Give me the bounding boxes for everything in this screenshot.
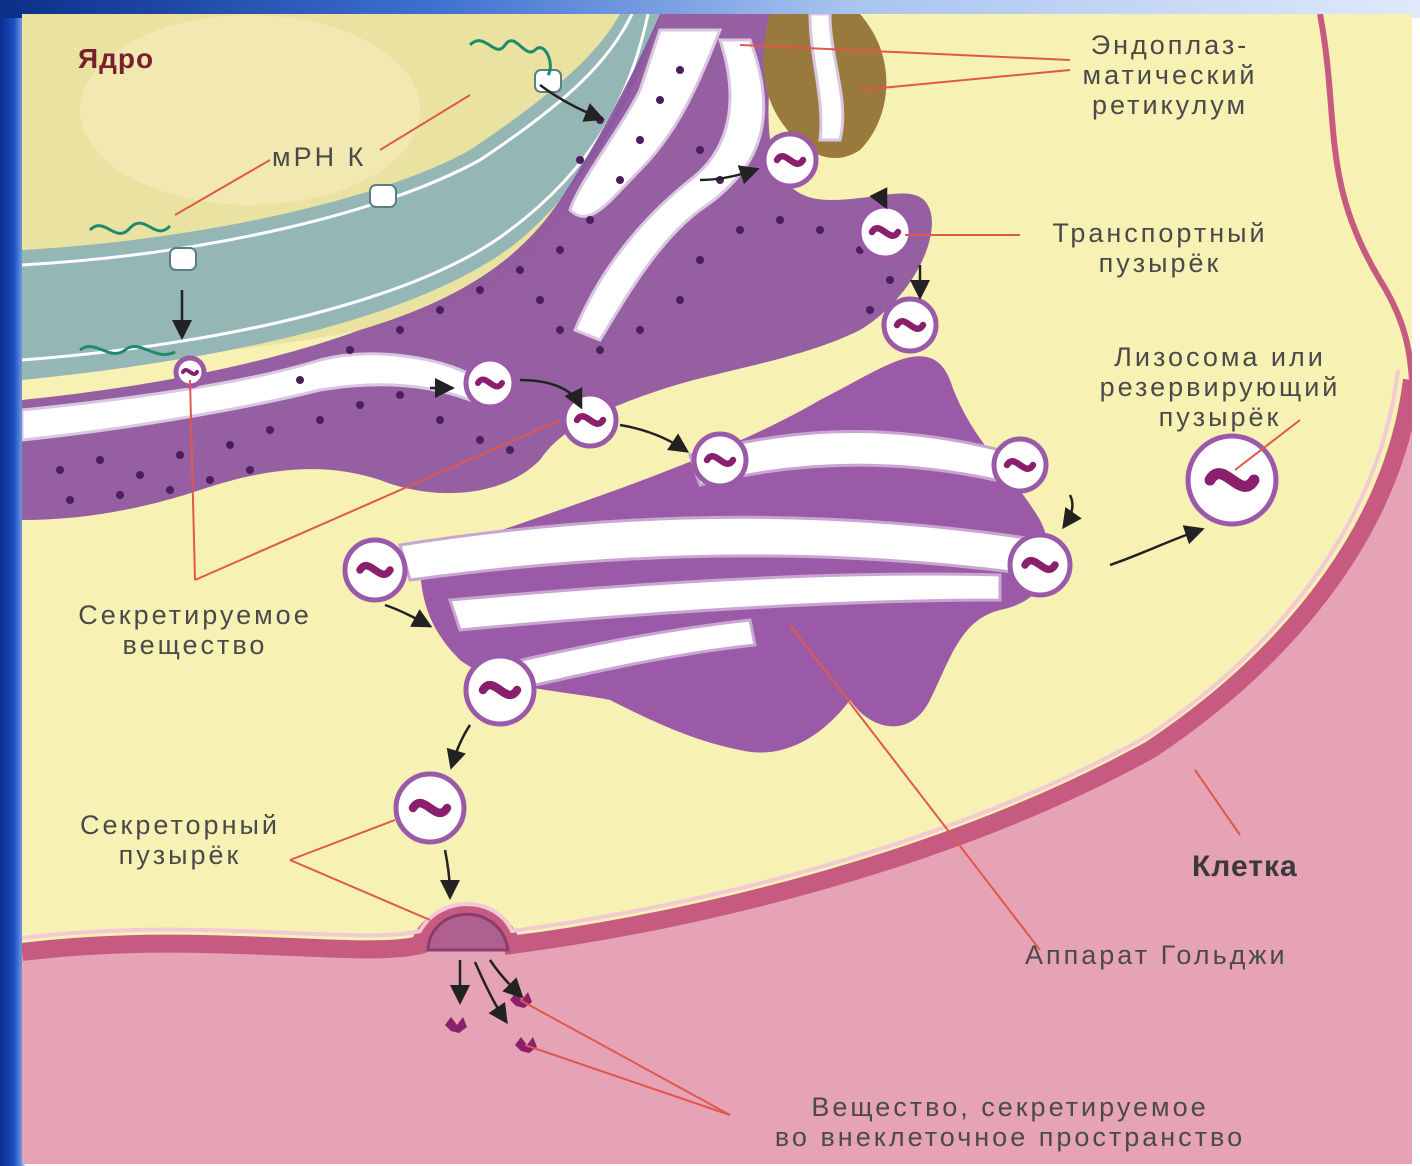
golgi-bottom-vesicle bbox=[466, 656, 534, 724]
ribosome-dot bbox=[476, 436, 484, 444]
ribosome-dot bbox=[516, 266, 524, 274]
mrna-label: мРН К bbox=[272, 142, 366, 172]
golgi-trans-vesicle-1 bbox=[994, 439, 1046, 491]
golgi-entry-vesicle bbox=[884, 299, 936, 351]
golgi-label: Аппарат Гольджи bbox=[1025, 940, 1288, 970]
extracellular-label-line2: во внеклеточное пространство bbox=[700, 1122, 1320, 1152]
secretory-vesicle bbox=[396, 774, 464, 842]
er-label-line1: Эндоплаз- bbox=[1070, 30, 1270, 60]
ribosome-dot bbox=[436, 306, 444, 314]
transport-vesicle-label-line1: Транспортный bbox=[1010, 218, 1310, 248]
ribosome-dot bbox=[246, 466, 254, 474]
protein-secretion-diagram bbox=[22, 14, 1412, 1164]
ribosome-dot bbox=[226, 441, 234, 449]
ribosome-dot bbox=[96, 456, 104, 464]
ribosome-dot bbox=[506, 446, 514, 454]
ribosome-dot bbox=[396, 391, 404, 399]
er-vesicle bbox=[466, 359, 514, 407]
nucleus-label: Ядро bbox=[78, 44, 154, 74]
ribosome-dot bbox=[586, 216, 594, 224]
ribosome-dot bbox=[616, 176, 624, 184]
ribosome-dot bbox=[316, 416, 324, 424]
ribosome-dot bbox=[596, 346, 604, 354]
ribosome-dot bbox=[696, 256, 704, 264]
ribosome-dot bbox=[116, 491, 124, 499]
ribosome-dot bbox=[346, 346, 354, 354]
ribosome-dot bbox=[676, 66, 684, 74]
secreted-substance-label-line2: вещество bbox=[40, 630, 350, 660]
ribosome-dot bbox=[396, 326, 404, 334]
ribosome-dot bbox=[476, 286, 484, 294]
ribosome-dot bbox=[266, 426, 274, 434]
ribosome-dot bbox=[436, 416, 444, 424]
ribosome-dot bbox=[736, 226, 744, 234]
golgi-cis-vesicle bbox=[694, 434, 746, 486]
ribosome-dot bbox=[206, 476, 214, 484]
golgi-side-vesicle bbox=[345, 540, 405, 600]
secretory-vesicle-label-line1: Секреторный bbox=[40, 810, 320, 840]
ribosome-dot bbox=[556, 326, 564, 334]
transport-vesicle bbox=[859, 206, 911, 258]
secreted-substance-label-line1: Секретируемое bbox=[40, 600, 350, 630]
golgi-trans-vesicle-2 bbox=[1010, 535, 1070, 595]
ribosome-dot bbox=[356, 401, 364, 409]
ribosome-dot bbox=[636, 326, 644, 334]
extracellular-label-line1: Вещество, секретируемое bbox=[700, 1092, 1320, 1122]
secretory-vesicle-label-line2: пузырёк bbox=[40, 840, 320, 870]
ribosome-dot bbox=[576, 156, 584, 164]
transport-vesicle-er bbox=[564, 394, 616, 446]
ribosome-dot bbox=[66, 496, 74, 504]
ribosome-dot bbox=[676, 296, 684, 304]
ribosome-dot bbox=[166, 486, 174, 494]
ribosome-dot bbox=[296, 376, 304, 384]
ribosome-dot bbox=[636, 136, 644, 144]
cell-label: Клетка bbox=[1192, 852, 1298, 882]
ribosome-dot bbox=[56, 466, 64, 474]
ribosome-dot bbox=[556, 246, 564, 254]
er-bud-vesicle bbox=[764, 134, 816, 186]
lysosome-label-line3: пузырёк bbox=[1065, 402, 1375, 432]
ribosome-dot bbox=[536, 296, 544, 304]
lysosome-label-line1: Лизосома или bbox=[1065, 342, 1375, 372]
ribosome-dot bbox=[696, 146, 704, 154]
lysosome-label-line2: резервирующий bbox=[1055, 372, 1385, 402]
ribosome-dot bbox=[656, 96, 664, 104]
ribosome-dot bbox=[816, 226, 824, 234]
er-label-line3: ретикулум bbox=[1060, 90, 1280, 120]
ribosome-dot bbox=[176, 451, 184, 459]
ribosome-dot bbox=[886, 276, 894, 284]
ribosome-dot bbox=[136, 471, 144, 479]
transport-vesicle-label-line2: пузырёк bbox=[1010, 248, 1310, 278]
ribosome-dot bbox=[776, 216, 784, 224]
ribosome-dot bbox=[866, 306, 874, 314]
er-label-line2: матический bbox=[1060, 60, 1280, 90]
